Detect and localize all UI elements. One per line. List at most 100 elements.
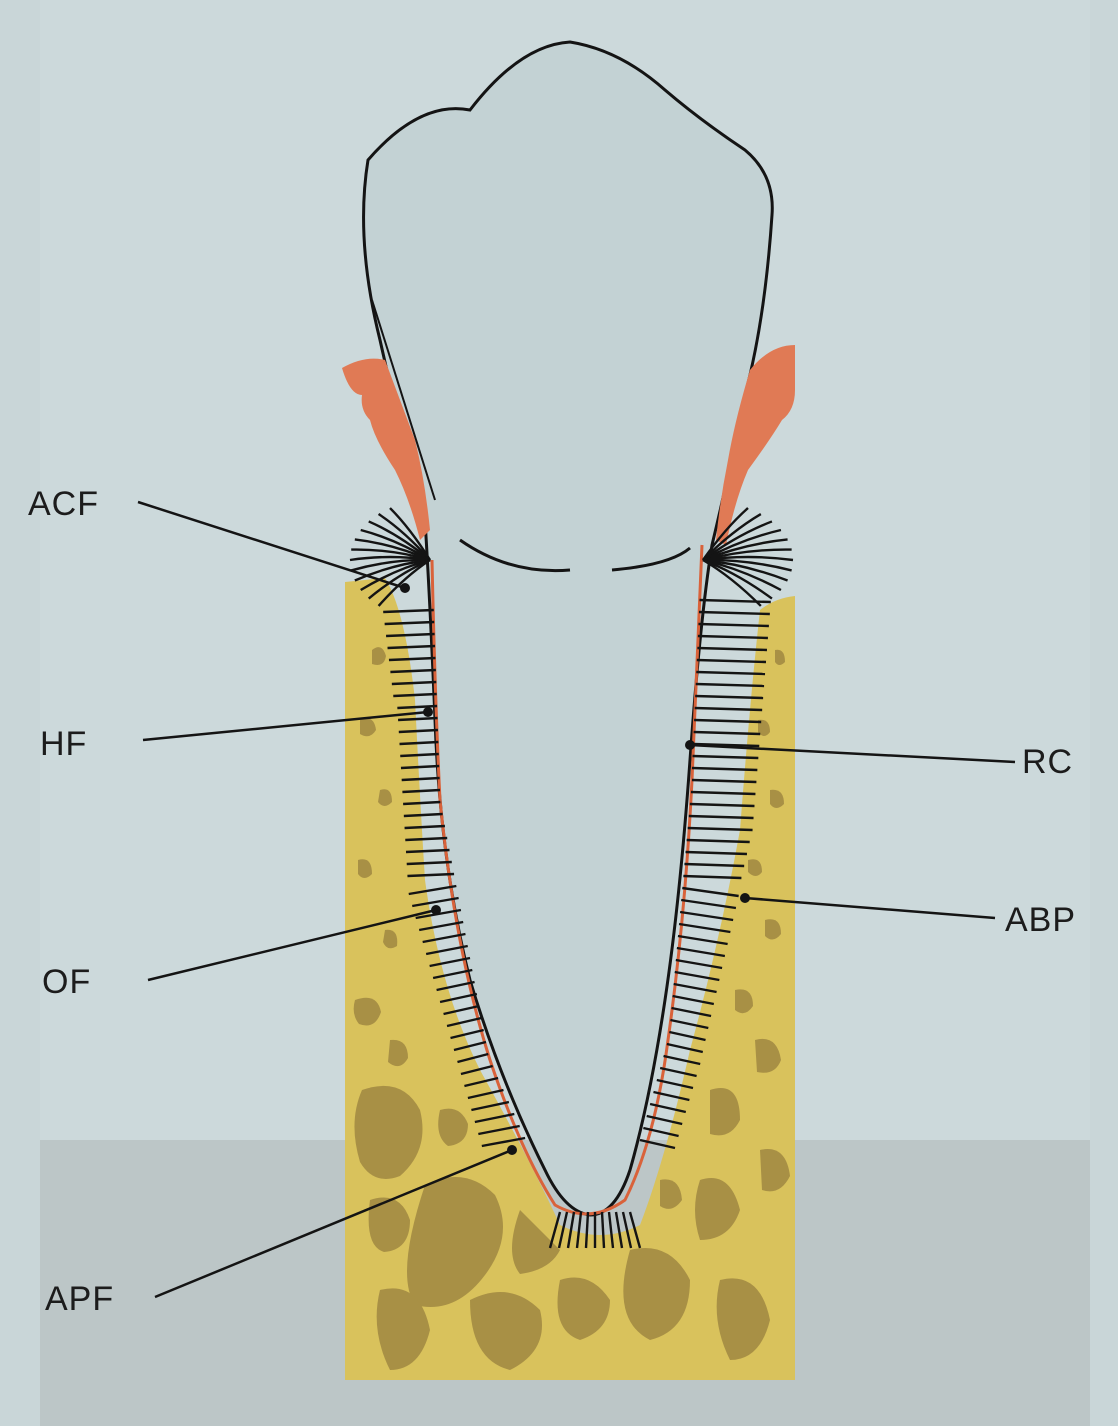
pdl-fiber-right xyxy=(670,1018,709,1030)
label-acf: ACF xyxy=(28,485,99,523)
pdl-fiber-right xyxy=(656,1078,694,1090)
pdl-fiber-right xyxy=(666,1042,704,1054)
pdl-fiber-right xyxy=(674,970,720,982)
trabecula xyxy=(358,859,372,878)
pdl-fiber-right xyxy=(692,754,759,760)
abp-pointer-dot xyxy=(740,893,750,903)
pdl-fiber-left xyxy=(464,1076,499,1088)
pdl-fiber-left xyxy=(388,656,436,662)
pdl-fiber-left xyxy=(412,896,459,908)
pdl-fiber-left xyxy=(406,860,452,866)
pdl-fiber-left xyxy=(391,680,437,686)
bone-trabeculae xyxy=(353,647,790,1370)
pdl-fiber-right xyxy=(696,670,766,676)
pdl-fiber-right xyxy=(681,898,737,910)
pdl-fiber-apical xyxy=(628,1211,642,1249)
pdl-fiber-right xyxy=(687,826,753,832)
pdl-fiber-right xyxy=(678,922,731,934)
of-leader-line xyxy=(147,908,437,982)
pdl-fiber-right xyxy=(689,802,755,808)
pdl-fiber-left xyxy=(405,836,448,842)
pdl-fiber-left xyxy=(400,764,440,770)
label-hf: HF xyxy=(40,725,88,763)
pdl-fiber-right xyxy=(698,610,770,616)
trabecula xyxy=(660,1179,682,1209)
pdl-fiber-right xyxy=(685,850,747,856)
pdl-fiber-right xyxy=(684,862,745,868)
pdl-fiber-left xyxy=(432,968,473,980)
pdl-fiber-right xyxy=(690,790,756,796)
pdl-fiber-left xyxy=(425,944,468,956)
pdl-fiber-crest-right xyxy=(702,558,762,607)
pdl-fiber-left xyxy=(422,932,466,944)
label-rc: RC xyxy=(1022,743,1074,781)
apf-leader-line xyxy=(154,1148,513,1299)
pdl-fiber-right xyxy=(686,838,750,844)
trabecula xyxy=(378,789,392,806)
pdl-fiber-left xyxy=(386,632,435,638)
apf-pointer-dot xyxy=(507,1145,517,1155)
pdl-fiber-left xyxy=(460,1064,493,1076)
trabecula xyxy=(376,1288,430,1370)
pdl-fiber-left xyxy=(474,1112,515,1124)
pdl-fiber-left xyxy=(404,824,445,830)
trabecula xyxy=(354,1085,423,1179)
pdl-fibers xyxy=(349,507,794,1249)
pdl-fiber-right xyxy=(663,1054,701,1066)
trabecula xyxy=(383,929,398,949)
pdl-fiber-left xyxy=(439,992,478,1004)
pdl-fiber-left xyxy=(453,1040,487,1052)
label-of: OF xyxy=(42,963,92,1001)
label-abp: ABP xyxy=(1005,901,1077,939)
pdl-fiber-left xyxy=(429,956,471,968)
pdl-fiber-left xyxy=(467,1088,504,1100)
trabecula xyxy=(360,718,376,737)
pdl-fiber-apical xyxy=(600,1211,606,1249)
pdl-fiber-right xyxy=(659,1066,697,1078)
trabecula xyxy=(372,647,386,665)
rc-leader-line xyxy=(689,743,1016,764)
pdl-fiber-right xyxy=(691,778,757,784)
trabecula xyxy=(755,1038,781,1073)
pdl-fiber-left xyxy=(405,848,450,854)
pdl-fiber-left xyxy=(399,740,439,746)
pdl-fiber-right xyxy=(683,874,742,880)
trabecula xyxy=(623,1248,690,1340)
pdl-fiber-left xyxy=(402,788,441,794)
trabecula xyxy=(368,1197,410,1252)
trabecula xyxy=(438,1108,468,1146)
trabecula xyxy=(388,1039,408,1067)
hf-leader-line xyxy=(142,710,429,742)
pdl-fiber-left xyxy=(443,1004,480,1016)
acf-pointer-dot xyxy=(400,583,410,593)
trabecula xyxy=(748,859,762,876)
pdl-fiber-left xyxy=(390,668,436,674)
trabecula xyxy=(716,1278,770,1360)
pdl-fiber-right xyxy=(697,646,767,652)
pdl-fiber-left xyxy=(478,1124,520,1136)
pdl-fiber-right xyxy=(694,706,763,712)
pdl-fiber-right xyxy=(676,946,726,958)
trabecula xyxy=(765,919,781,940)
pdl-fiber-apical xyxy=(575,1211,583,1249)
pdl-fiber-right xyxy=(677,934,728,946)
hf-pointer-dot xyxy=(423,707,433,717)
trabecula xyxy=(775,649,785,665)
pdl-fiber-right xyxy=(693,742,760,748)
trabecula xyxy=(770,789,784,808)
pdl-fiber-crest-right xyxy=(702,507,749,561)
pdl-fiber-left xyxy=(398,716,438,722)
trabecula xyxy=(710,1088,740,1136)
pdl-fiber-right xyxy=(695,694,764,700)
pdl-fiber-right xyxy=(653,1090,690,1102)
pdl-fiber-right xyxy=(669,1030,706,1042)
pdl-fiber-crest-left xyxy=(377,558,431,607)
pdl-fiber-right xyxy=(682,886,739,898)
pdl-fiber-left xyxy=(457,1052,489,1064)
trabecula xyxy=(512,1210,560,1274)
of-pointer-dot xyxy=(431,905,441,915)
pdl-fiber-right xyxy=(694,718,762,724)
pdl-fiber-right xyxy=(688,814,754,820)
trabecula xyxy=(470,1292,542,1370)
